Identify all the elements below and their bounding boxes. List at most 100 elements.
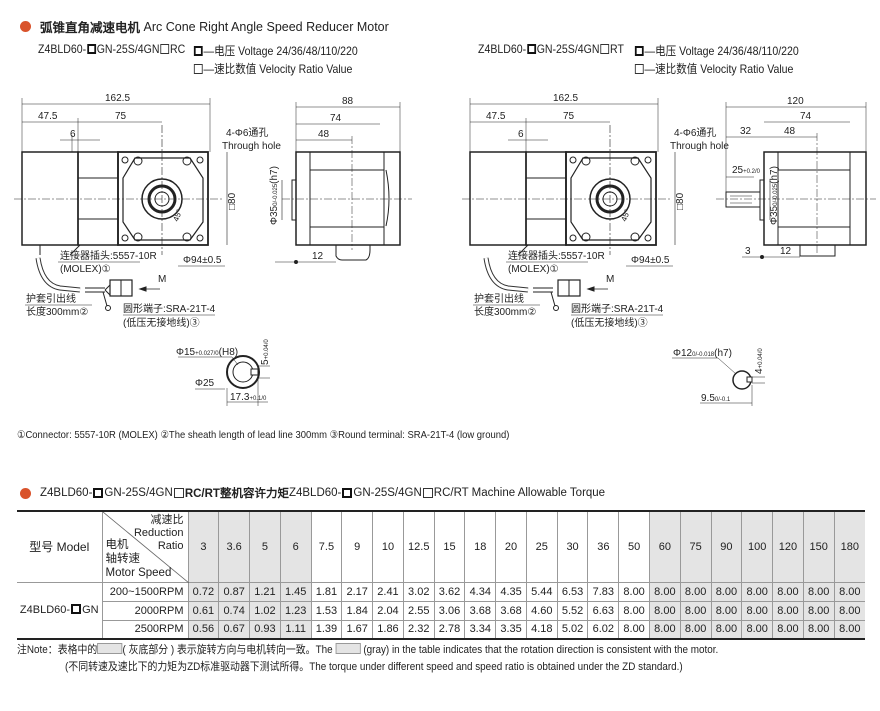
model-suffix: RT bbox=[610, 42, 624, 56]
key-depth-dim: 17.3+0.1/0 bbox=[230, 392, 267, 403]
terminal-label: 圆形端子:SRA-21T-4 bbox=[123, 302, 216, 315]
footnote: ①Connector: 5557-10R (MOLEX) ②The sheath… bbox=[17, 429, 510, 441]
model-mid: GN-25S/4GN bbox=[536, 42, 600, 56]
voltage-box-icon bbox=[87, 44, 96, 54]
torque-cell: 4.35 bbox=[495, 581, 527, 602]
dim-side-74: 74 bbox=[330, 113, 342, 124]
model-mid: GN-25S/4GN bbox=[96, 42, 160, 56]
hole-label-cn: 4-Φ6通孔 bbox=[674, 127, 716, 139]
ratio-box-icon bbox=[634, 64, 644, 74]
torque-cell: 8.00 bbox=[710, 581, 743, 602]
right-front-labels: 162.5 47.5 75 6 4-Φ6通孔 Through hole □80 … bbox=[474, 93, 729, 329]
torque-cell: 8.00 bbox=[833, 600, 865, 621]
torque-cell: 8.00 bbox=[802, 581, 835, 602]
speed-cell: 2500RPM bbox=[101, 619, 189, 640]
voltage-box-icon bbox=[93, 488, 104, 498]
ratio-header-cell: 36 bbox=[587, 510, 620, 583]
torque-cell: 8.00 bbox=[741, 619, 774, 640]
title-mid: GN-25S/4GN bbox=[104, 487, 173, 499]
ratio-header-cell: 120 bbox=[772, 510, 804, 583]
dim-c: 6 bbox=[518, 129, 524, 140]
dim-total: 162.5 bbox=[553, 93, 578, 104]
dim-b: 75 bbox=[115, 111, 127, 122]
dim-a: 47.5 bbox=[486, 111, 506, 122]
voltage-box-icon bbox=[634, 46, 644, 56]
legend-text: —速比数值 Velocity Ratio Value bbox=[203, 62, 353, 76]
torque-cell: 2.17 bbox=[341, 581, 374, 602]
title-mid-2: GN-25S/4GN bbox=[353, 487, 422, 499]
torque-cell: 1.67 bbox=[341, 619, 374, 640]
dim-c: 6 bbox=[70, 129, 76, 140]
terminal-label: 圆形端子:SRA-21T-4 bbox=[571, 302, 664, 315]
note-line-1: 注Note：表格中的( 灰底部分 ) 表示旋转方向与电机转向一致。The (gr… bbox=[17, 641, 718, 657]
torque-cell: 6.53 bbox=[556, 581, 589, 602]
torque-cell: 8.00 bbox=[710, 600, 743, 621]
shaft-dim: Φ120/-0.018(h7) bbox=[673, 348, 732, 359]
model-suffix: GN bbox=[82, 604, 99, 617]
technical-drawings: 162.5 47.5 75 6 4-Φ6通孔 Through hole □80 … bbox=[14, 93, 876, 406]
torque-cell: 8.00 bbox=[833, 581, 865, 602]
dim-angle: 45° bbox=[171, 208, 184, 222]
ratio-header-cell: 18 bbox=[464, 510, 497, 583]
torque-cell: 7.83 bbox=[587, 581, 620, 602]
torque-cell: 8.00 bbox=[833, 619, 865, 640]
right-legend-ratio: —速比数值 Velocity Ratio Value bbox=[634, 60, 793, 77]
ratio-header-cell: 10 bbox=[372, 510, 404, 583]
torque-cell: 2.41 bbox=[372, 581, 404, 602]
torque-cell: 8.00 bbox=[741, 581, 774, 602]
torque-cell: 1.45 bbox=[279, 581, 312, 602]
ratio-box-icon bbox=[173, 488, 184, 498]
ratio-header-cell: 75 bbox=[679, 510, 712, 583]
voltage-box-icon bbox=[527, 44, 536, 54]
torque-cell: 8.00 bbox=[802, 600, 835, 621]
model-header: 型号 Model bbox=[17, 510, 103, 583]
torque-cell: 1.81 bbox=[310, 581, 343, 602]
arrow-m-label: M bbox=[606, 274, 614, 285]
torque-cell: 3.34 bbox=[464, 619, 497, 640]
dim-total: 162.5 bbox=[105, 93, 130, 104]
ratio-header-cell: 180 bbox=[833, 510, 865, 583]
ratio-header-cell: 100 bbox=[741, 510, 774, 583]
torque-cell: 1.21 bbox=[249, 581, 281, 602]
dim-pilot: Φ350/-0.025(h7) bbox=[269, 166, 280, 225]
ratio-box-icon bbox=[160, 44, 170, 54]
title-en: RC/RT Machine Allowable Torque bbox=[433, 487, 606, 499]
left-legend-voltage: —电压 Voltage 24/36/48/110/220 bbox=[193, 42, 358, 59]
torque-cell: 8.00 bbox=[802, 619, 835, 640]
ratio-header-cn: 减速比 bbox=[150, 514, 184, 526]
torque-cell: 0.87 bbox=[218, 581, 251, 602]
voltage-box-icon bbox=[342, 488, 353, 498]
dim-a: 47.5 bbox=[38, 111, 58, 122]
arrow-m-label: M bbox=[158, 274, 166, 285]
lead-length: 长度300mm② bbox=[474, 305, 536, 318]
ratio-header-cell: 7.5 bbox=[310, 510, 343, 583]
left-front-view bbox=[14, 98, 228, 316]
torque-cell: 1.53 bbox=[310, 600, 343, 621]
speed-header-cn: 轴转速 bbox=[105, 552, 141, 565]
ratio-header-cell: 60 bbox=[648, 510, 681, 583]
speed-header-en: Motor Speed bbox=[105, 566, 172, 579]
title-en: Arc Cone Right Angle Speed Reducer Motor bbox=[143, 19, 389, 34]
hole-label-cn: 4-Φ6通孔 bbox=[226, 127, 268, 139]
voltage-box-icon bbox=[193, 46, 203, 56]
torque-cell: 8.00 bbox=[772, 600, 804, 621]
torque-cell: 3.62 bbox=[433, 581, 466, 602]
dim-b: 75 bbox=[563, 111, 575, 122]
hole-label-en: Through hole bbox=[670, 141, 729, 152]
gray-swatch bbox=[335, 643, 361, 654]
dim-pcd: Φ94±0.5 bbox=[183, 255, 222, 266]
bore-dim: Φ15+0.027/0(H8) bbox=[176, 347, 238, 358]
dim-side-48: 48 bbox=[784, 126, 796, 137]
torque-cell: 3.02 bbox=[402, 581, 435, 602]
title-prefix-2: Z4BLD60- bbox=[288, 487, 342, 499]
torque-cell: 1.11 bbox=[279, 619, 312, 640]
right-front-view bbox=[462, 98, 676, 316]
ratio-header-cell: 20 bbox=[495, 510, 527, 583]
